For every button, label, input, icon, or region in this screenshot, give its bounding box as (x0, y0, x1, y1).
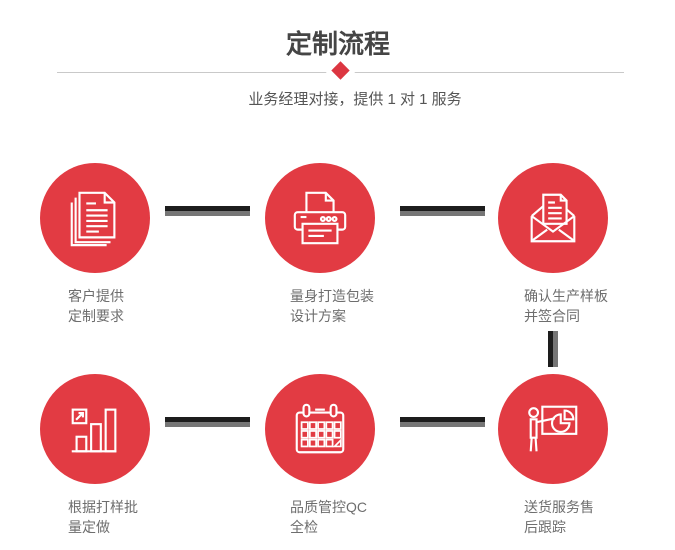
connector-horizontal-1 (165, 206, 250, 216)
step-label-line: 设计方案 (290, 308, 346, 324)
growth-chart-icon (71, 408, 117, 453)
page-title: 定制流程 (285, 29, 391, 59)
connector-horizontal-3 (165, 417, 250, 427)
step-label-3: 确认生产样板 并签合同 (524, 286, 608, 326)
connector-vertical (548, 331, 558, 367)
documents-icon (70, 191, 116, 247)
connector-horizontal-2 (400, 206, 485, 216)
subtitle: 业务经理对接，提供 1 对 1 服务 (248, 91, 462, 108)
step-label-5: 品质管控QC 全检 (290, 497, 367, 537)
step-circle-3 (498, 163, 608, 273)
step-circle-5 (265, 374, 375, 484)
step-label-line: 量定做 (68, 519, 110, 535)
step-label-line: 量身打造包装 (290, 288, 374, 304)
step-label-6: 送货服务售 后跟踪 (524, 497, 594, 537)
step-label-1: 客户提供 定制要求 (68, 286, 124, 326)
step-label-line: 品质管控QC (290, 499, 367, 515)
step-label-line: 送货服务售 (524, 499, 594, 515)
step-circle-1 (40, 163, 150, 273)
diamond-icon (331, 61, 350, 80)
step-label-line: 根据打样批 (68, 499, 138, 515)
step-label-line: 后跟踪 (524, 519, 566, 535)
envelope-icon (530, 193, 576, 243)
step-label-line: 客户提供 (68, 288, 124, 304)
step-label-line: 确认生产样板 (524, 288, 608, 304)
step-label-2: 量身打造包装 设计方案 (290, 286, 374, 326)
step-label-line: 定制要求 (68, 308, 124, 324)
presenter-icon (528, 405, 578, 452)
step-circle-2 (265, 163, 375, 273)
printer-icon (293, 191, 347, 245)
step-label-4: 根据打样批 量定做 (68, 497, 138, 537)
connector-horizontal-4 (400, 417, 485, 427)
step-label-line: 全检 (290, 519, 318, 535)
step-label-line: 并签合同 (524, 308, 580, 324)
step-circle-6 (498, 374, 608, 484)
calendar-icon (295, 403, 345, 454)
step-circle-4 (40, 374, 150, 484)
